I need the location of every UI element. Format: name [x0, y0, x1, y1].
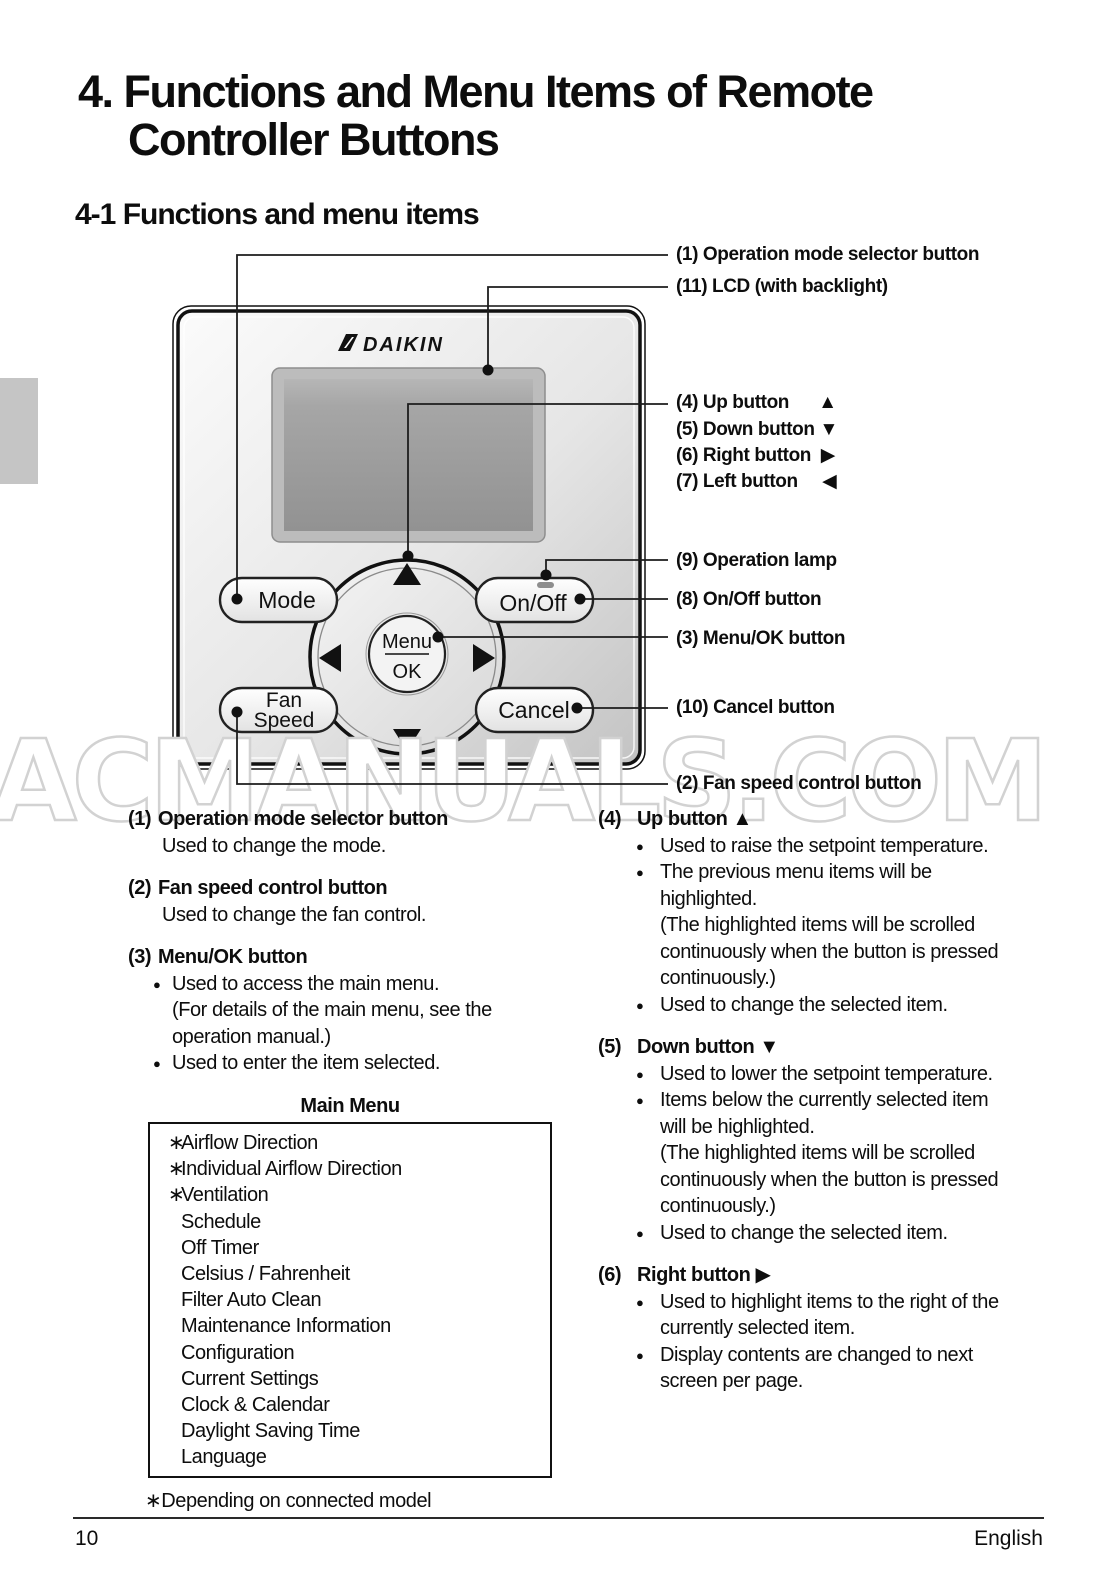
- entry-menu-ok: (3) Menu/OK button Used to access the mai…: [128, 944, 606, 1077]
- menu-item: Off Timer: [181, 1236, 259, 1259]
- entry-description: Used to change the fan control.: [162, 903, 427, 926]
- bullet-item: Used to change the selected item.: [636, 1220, 1076, 1246]
- daikin-logo-text: DAIKIN: [363, 334, 444, 356]
- entry-number: (4): [598, 808, 622, 830]
- left-arrow-icon: [319, 644, 341, 672]
- bullet-item: Used to lower the setpoint temperature.: [636, 1061, 1076, 1087]
- menu-item: ∗Ventilation: [168, 1184, 269, 1207]
- callout-cancel-button: (10) Cancel button: [676, 697, 835, 718]
- bullet-item: The previous menu items will be highligh…: [636, 859, 1076, 992]
- mode-button-label: Mode: [258, 587, 316, 613]
- callout-onoff-button: (8) On/Off button: [676, 589, 822, 610]
- callout-left-button: (7) Left button ◀: [676, 471, 837, 492]
- entry-number: (1): [128, 808, 152, 830]
- entry-number: (5): [598, 1036, 622, 1058]
- callout-lcd: (11) LCD (with backlight): [676, 276, 888, 297]
- mode-button-graphic: Mode: [218, 576, 339, 624]
- up-arrow-icon: [393, 563, 421, 585]
- bullet-item: Used to access the main menu. (For detai…: [153, 971, 606, 1051]
- callout-right-button: (6) Right button ▶: [676, 445, 835, 466]
- footer-page-number: 10: [75, 1527, 99, 1550]
- entry-down-button: (5) Down button ▼ Used to lower the setpo…: [598, 1034, 1076, 1246]
- daikin-logo: DAIKIN: [338, 334, 444, 356]
- bullet-item: Used to change the selected item.: [636, 992, 1076, 1018]
- menu-item: Configuration: [181, 1341, 295, 1364]
- operation-lamp-graphic: [537, 582, 554, 588]
- entry-up-button: (4) Up button ▲ Used to raise the setpoin…: [598, 806, 1076, 1018]
- menu-button-label: Menu: [382, 631, 432, 653]
- bullet-item: Display contents are changed to next scr…: [636, 1342, 1076, 1395]
- menu-item: ∗Individual Airflow Direction: [168, 1158, 402, 1181]
- fan-button-label-line2: Speed: [254, 709, 315, 732]
- bullet-item: Used to highlight items to the right of …: [636, 1289, 1076, 1342]
- entry-right-button: (6) Right button ▶ Used to highlight item…: [598, 1262, 1076, 1395]
- entry-operation-mode: (1) Operation mode selector button Used t…: [128, 806, 606, 859]
- onoff-button-label: On/Off: [499, 590, 567, 616]
- bullet-item: Items below the currently selected item …: [636, 1087, 1076, 1220]
- entry-number: (2): [128, 877, 152, 899]
- entry-title: Up button ▲: [637, 808, 752, 830]
- fan-button-label-line1: Fan: [266, 689, 302, 712]
- menu-item: Maintenance Information: [181, 1315, 391, 1338]
- ok-button-label: OK: [393, 661, 423, 683]
- entry-title: Operation mode selector button: [158, 808, 448, 830]
- entry-description: Used to change the mode.: [162, 834, 386, 857]
- right-arrow-icon: [473, 644, 495, 672]
- menu-item: Language: [181, 1446, 267, 1469]
- callout-down-button: (5) Down button ▼: [676, 419, 838, 440]
- menu-item: Daylight Saving Time: [181, 1420, 360, 1443]
- entry-fan-speed: (2) Fan speed control button Used to chan…: [128, 875, 606, 928]
- acmanuals-watermark: ACMANUALS.COM: [0, 717, 1050, 847]
- entry-title: Fan speed control button: [158, 877, 388, 899]
- cancel-button-graphic: Cancel: [474, 686, 595, 734]
- down-arrow-icon: [393, 729, 421, 751]
- onoff-button-graphic: On/Off: [474, 576, 595, 624]
- entry-title: Down button ▼: [637, 1036, 779, 1058]
- bullet-item: Used to raise the setpoint temperature.: [636, 833, 1076, 859]
- callout-operation-mode: (1) Operation mode selector button: [676, 244, 980, 265]
- entry-number: (6): [598, 1264, 622, 1286]
- callout-operation-lamp: (9) Operation lamp: [676, 550, 837, 571]
- page-title: 4. Functions and Menu Items of Remote Co…: [78, 66, 874, 165]
- fan-speed-button-graphic: Fan Speed: [218, 686, 339, 734]
- entry-title: Right button ▶: [637, 1264, 771, 1286]
- footer-language: English: [974, 1527, 1043, 1550]
- callout-fan-speed: (2) Fan speed control button: [676, 773, 922, 794]
- entry-number: (3): [128, 946, 152, 968]
- menu-item: ∗Airflow Direction: [168, 1132, 318, 1154]
- main-menu-footnote: ∗Depending on connected model: [145, 1489, 432, 1512]
- menu-item: Current Settings: [181, 1367, 319, 1390]
- right-column: (4) Up button ▲ Used to raise the setpoin…: [598, 806, 1076, 1411]
- footer-rule: [73, 1517, 1044, 1519]
- bullet-item: Used to enter the item selected.: [153, 1050, 606, 1077]
- callout-up-button: (4) Up button ▲: [676, 392, 837, 413]
- left-column: (1) Operation mode selector button Used t…: [128, 806, 606, 1514]
- callout-menu-ok-button: (3) Menu/OK button: [676, 628, 846, 649]
- page-title-line1: 4. Functions and Menu Items of Remote: [78, 66, 874, 117]
- main-menu-box: ∗Airflow Direction ∗Individual Airflow D…: [148, 1122, 552, 1478]
- main-menu-heading: Main Menu: [300, 1094, 400, 1117]
- callout-lines: [231, 254, 668, 785]
- cancel-button-label: Cancel: [498, 697, 570, 723]
- menu-item: Schedule: [181, 1210, 261, 1233]
- section-title: 4-1 Functions and menu items: [75, 198, 480, 231]
- menu-item: Celsius / Fahrenheit: [181, 1263, 350, 1286]
- page-title-line2: Controller Buttons: [128, 114, 500, 165]
- chapter-edge-tab: [0, 378, 38, 484]
- entry-title: Menu/OK button: [158, 946, 308, 968]
- navigation-pad: Menu OK: [308, 558, 506, 756]
- menu-item: Clock & Calendar: [181, 1394, 330, 1417]
- menu-item: Filter Auto Clean: [181, 1289, 322, 1312]
